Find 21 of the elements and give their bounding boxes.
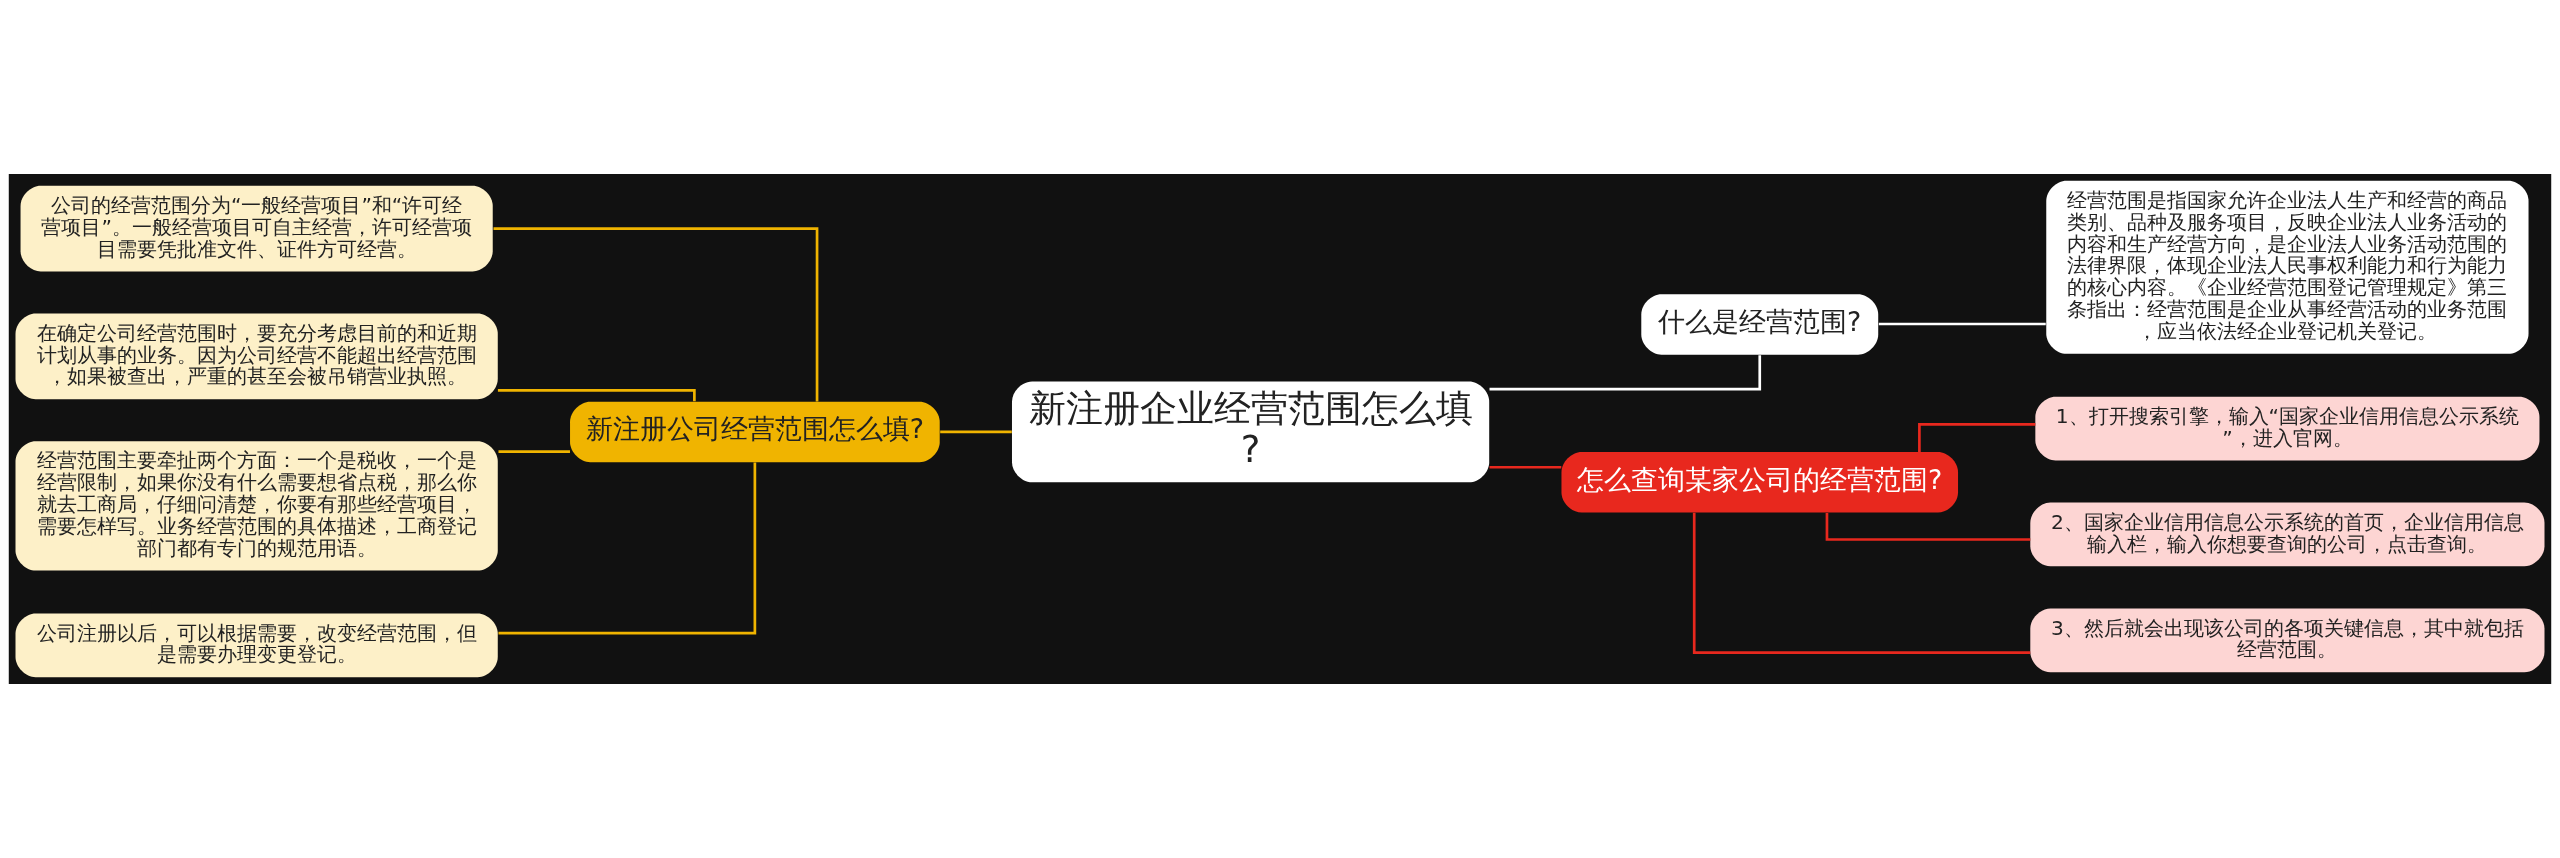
node-box: 3、然后就会出现该公司的各项关键信息，其中就包括经营范围。 bbox=[2030, 608, 2545, 673]
node-box: 经营范围是指国家允许企业法人生产和经营的商品类别、品种及服务项目，反映企业法人业务活动的内容和生产经营方向，是企业法人业务活动范围的法律界限，体现企业法人民事权利能力和行为能力的核心内容。《企业经营范围登记管理规定》第三条指出：经营范围是企业从事经营活动的业务范围，应当依法经企业登记机关登记。 bbox=[2046, 180, 2529, 354]
node-box: 怎么查询某家公司的经营范围? bbox=[1561, 452, 1959, 513]
node-box: 2、国家企业信用信息公示系统的首页，企业信用信息输入栏，输入你想要查询的公司，点击查询。 bbox=[2030, 502, 2545, 567]
node-box: 经营范围主要牵扯两个方面：一个是税收，一个是经营限制，如果你没有什么需要想省点税，那么你就去工商局，仔细问清楚，你要有那些经营项目，需要怎样写。业务经营范围的具体描述，工商登记部门都有专门的规范用语。 bbox=[15, 441, 498, 571]
connector bbox=[498, 450, 570, 454]
connector bbox=[497, 389, 696, 402]
node-box: 在确定公司经营范围时，要充分考虑目前的和近期计划从事的业务。因为公司经营不能超出经营范围，如果被查出，严重的甚至会被吊销营业执照。 bbox=[15, 313, 498, 400]
node-box: 新注册企业经营范围怎么填? bbox=[1012, 381, 1490, 483]
connector bbox=[1692, 512, 2031, 654]
connector bbox=[1489, 465, 1562, 469]
node-box: 公司注册以后，可以根据需要，改变经营范围，但是需要办理变更登记。 bbox=[15, 613, 498, 678]
node-box: 新注册公司经营范围怎么填? bbox=[570, 401, 940, 463]
connector bbox=[498, 462, 757, 635]
connector bbox=[1878, 322, 2046, 326]
node-box: 公司的经营范围分为“一般经营项目”和“许可经营项目”。一般经营项目可自主经营，许可经营项目需要凭批准文件、证件方可经营。 bbox=[20, 185, 493, 272]
connector bbox=[940, 430, 1012, 434]
node-box: 什么是经营范围? bbox=[1641, 294, 1879, 355]
node-box: 1、打开搜索引擎，输入“国家企业信用信息公示系统”，进入官网。 bbox=[2035, 396, 2540, 461]
connector bbox=[1825, 512, 2031, 541]
connector bbox=[493, 227, 819, 402]
